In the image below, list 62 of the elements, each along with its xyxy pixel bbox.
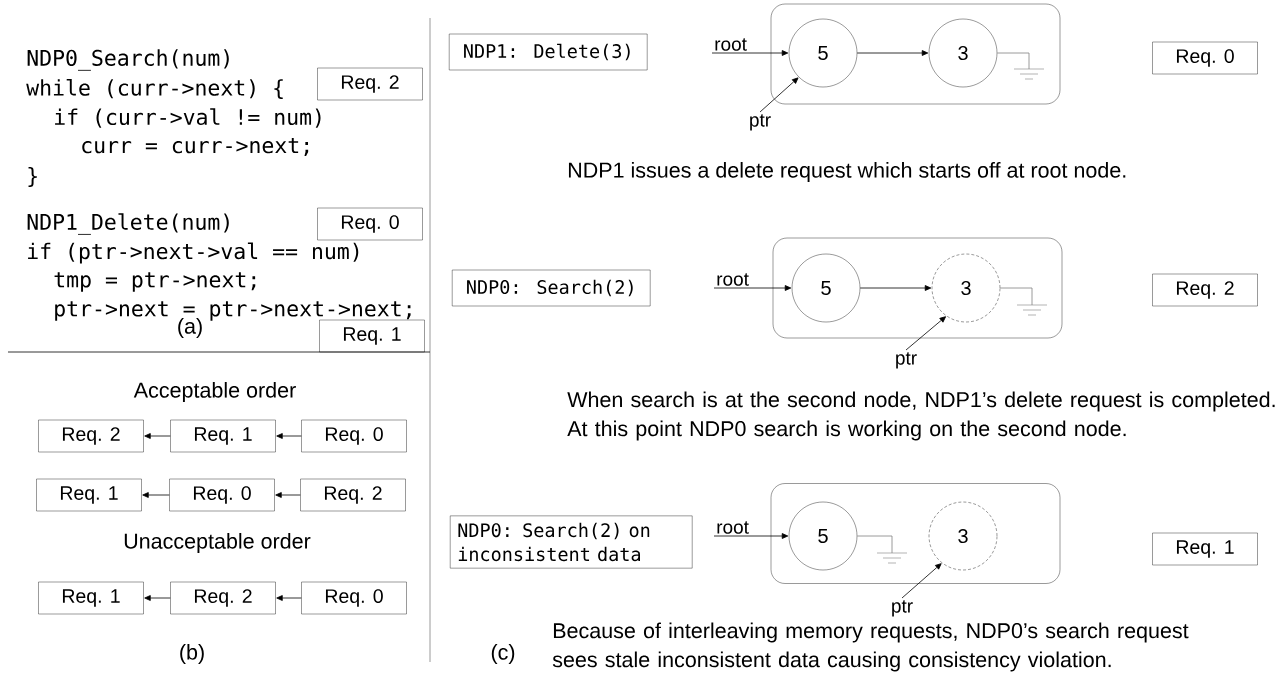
caption-text: (b) <box>180 644 204 665</box>
code-line: NDP0_Search(num) <box>27 49 229 71</box>
arrow <box>856 50 929 56</box>
code-line: tmp = ptr->next; <box>54 272 256 292</box>
list-container <box>770 483 1061 584</box>
pointer-arrow <box>905 316 946 351</box>
ground-wire <box>999 287 1033 306</box>
arrow <box>276 595 302 601</box>
operation-box: NDP0: Search(2) on inconsistent data <box>450 515 693 569</box>
code-line: if (ptr->next->val == num) <box>28 242 359 264</box>
list-container <box>772 237 1063 339</box>
caption-text: Because of interleaving memory requests, NDP0’s search request sees stale inconsistent data causing consistency violation. <box>552 622 1189 672</box>
pointer-arrow <box>901 563 942 599</box>
pointer-label: ptr <box>750 114 771 131</box>
request-box: Req. 1 <box>38 581 144 615</box>
pointer-arrow <box>713 533 789 539</box>
operation-box: NDP0: Search(2) <box>452 269 651 307</box>
pointer-label: ptr <box>896 352 917 369</box>
request-box: Req. 2 <box>38 419 144 453</box>
code-line: while (curr->next) { <box>26 79 283 99</box>
caption-text: (c) <box>491 644 515 665</box>
request-box: Req. 1 <box>1152 532 1258 566</box>
pointer-arrow <box>713 285 792 291</box>
ground-symbol <box>1013 68 1045 80</box>
arrow <box>859 285 932 291</box>
request-box: Req. 0 <box>317 207 423 241</box>
operation-box: NDP1: Delete(3) <box>449 33 648 71</box>
request-box: Req. 1 <box>36 478 142 512</box>
code-line: } <box>28 167 37 187</box>
request-box: Req. 2 <box>1152 273 1258 307</box>
arrow <box>144 433 171 439</box>
ground-symbol <box>876 552 908 564</box>
request-box: Req. 2 <box>300 478 406 512</box>
pointer-arrow <box>711 50 789 56</box>
arrow <box>275 492 301 498</box>
arrow <box>142 492 170 498</box>
arrow <box>276 433 302 439</box>
request-box: Req. 0 <box>301 581 407 615</box>
caption-text: Unacceptable order <box>124 533 311 554</box>
ground-symbol <box>1016 304 1048 316</box>
request-box: Req. 0 <box>301 419 407 453</box>
pointer-label: root <box>715 38 747 51</box>
request-box: Req. 0 <box>1152 41 1258 75</box>
ground-wire <box>996 52 1030 70</box>
pointer-label: ptr <box>892 600 913 617</box>
request-box: Req. 0 <box>169 478 275 512</box>
caption-text: NDP1 issues a delete request which starts off at root node. <box>568 162 1126 183</box>
request-box: Req. 1 <box>319 319 425 353</box>
caption-text: When search is at the second node, NDP1’s delete request is completed. At this point NDP0 search is working on the second node. <box>567 391 1275 441</box>
request-box: Req. 2 <box>317 67 423 101</box>
pointer-arrow <box>759 77 799 113</box>
request-box: Req. 1 <box>170 419 276 453</box>
code-line: curr = curr->next; <box>82 137 309 157</box>
code-line: if (curr->val != num) <box>55 108 321 128</box>
ground-wire <box>856 535 893 554</box>
pointer-label: root <box>717 273 749 286</box>
request-box: Req. 2 <box>170 581 276 615</box>
list-container <box>770 3 1061 105</box>
pointer-label: root <box>717 521 749 534</box>
code-line: NDP1_Delete(num) <box>27 213 229 235</box>
arrow <box>144 595 171 601</box>
caption-text: Acceptable order <box>133 382 296 403</box>
